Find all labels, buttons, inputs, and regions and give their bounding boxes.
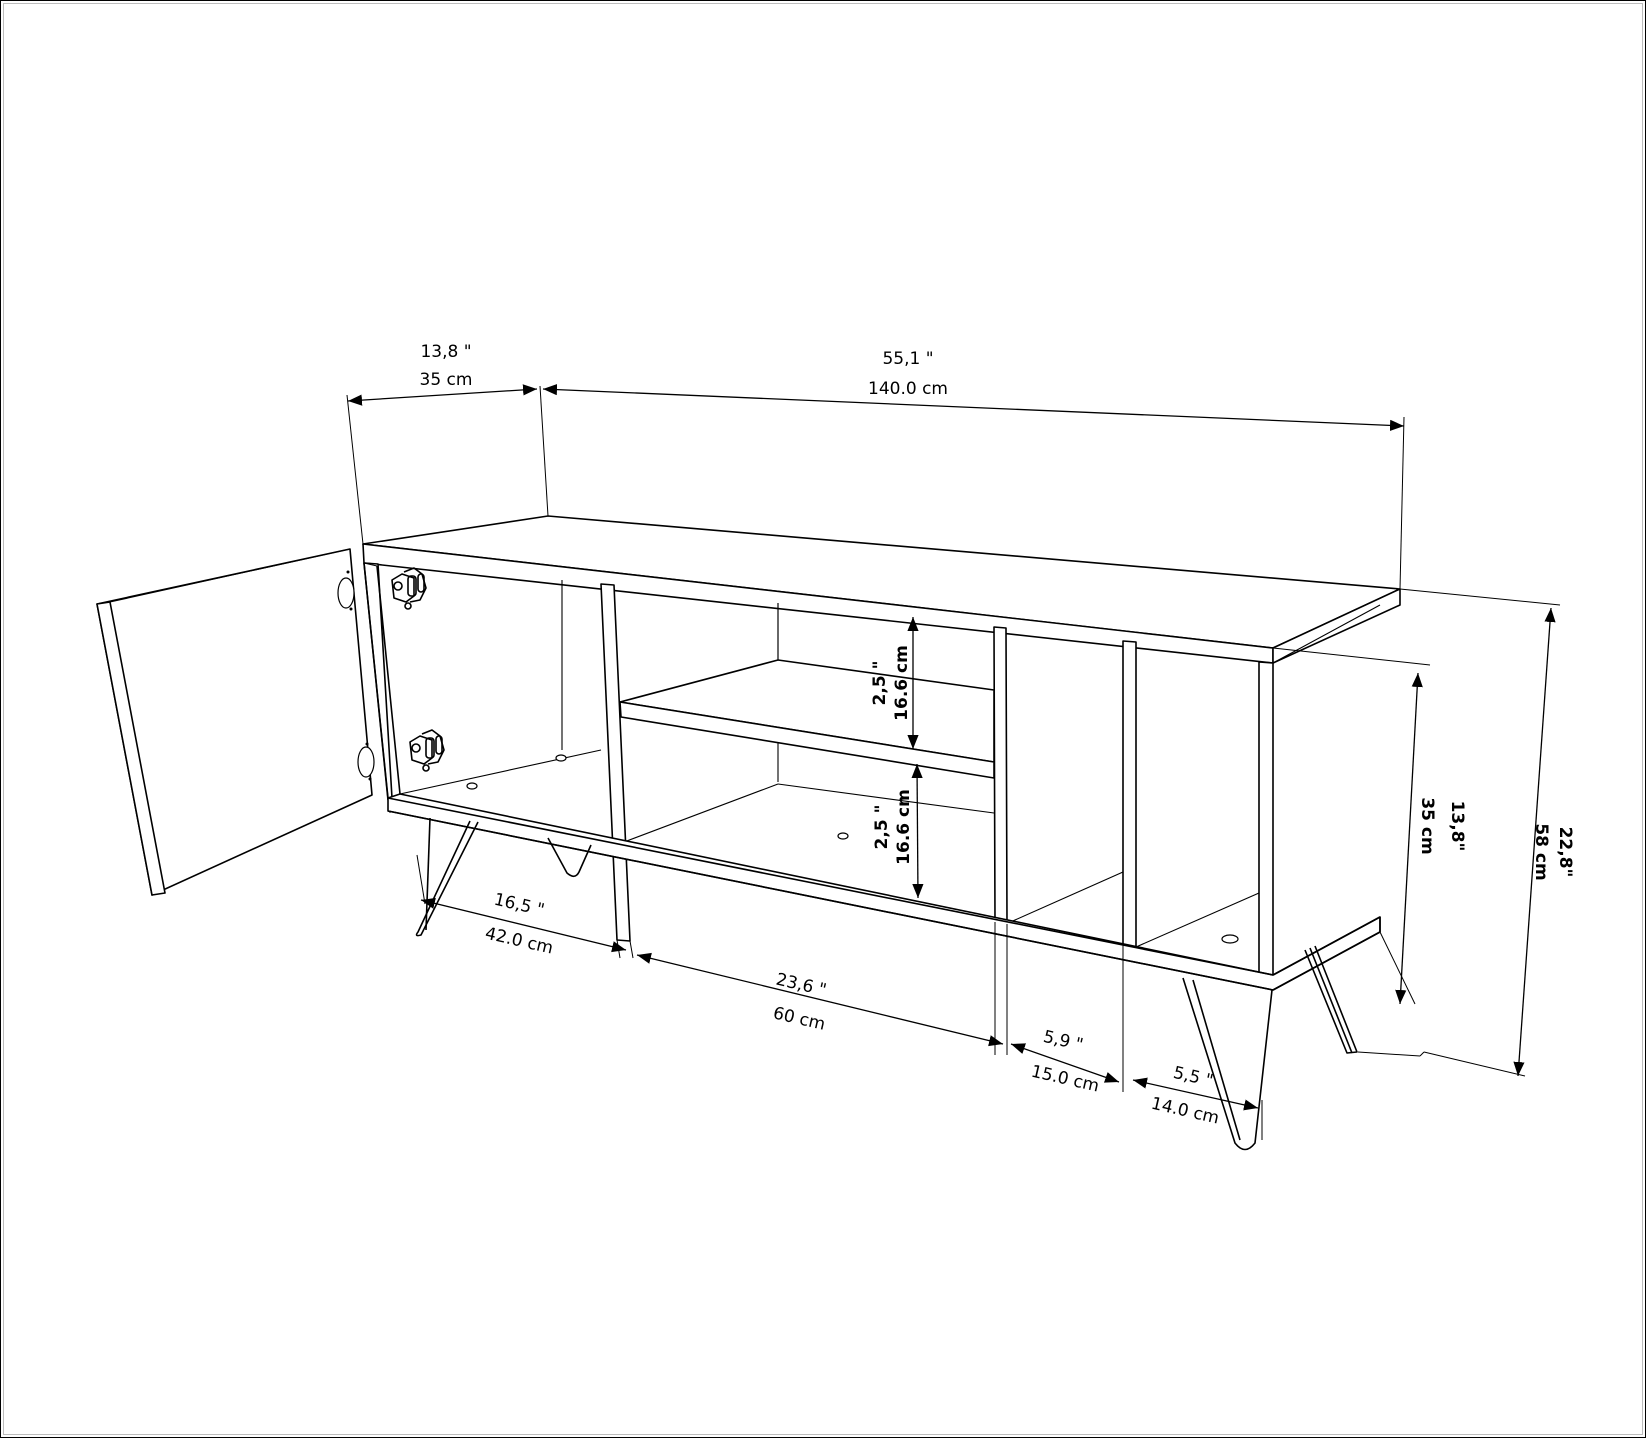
label-narrow-compartment-cm: 15.0 cm	[1029, 1062, 1101, 1097]
label-left-compartment-cm: 42.0 cm	[483, 924, 555, 959]
label-right-compartment-inch: 5,5 "	[1171, 1063, 1215, 1092]
label-left-compartment-inch: 16,5 "	[492, 890, 546, 921]
hinge-cup-hole-icon	[337, 577, 355, 609]
hinge-top	[391, 567, 427, 610]
label-shelf-upper: 2,5 " 16.6 cm	[870, 645, 912, 721]
label-width-top-cm: 140.0 cm	[868, 379, 948, 399]
hinge-cup-hole-icon	[357, 746, 375, 778]
label-narrow-compartment: 5,9 " 15.0 cm	[1029, 1027, 1101, 1097]
dimension-line-right-compartment	[1132, 1077, 1259, 1111]
label-body-height-cm: 35 cm	[1417, 797, 1437, 854]
dimension-line-total-height	[1513, 607, 1556, 1077]
label-width-top-inch: 55,1 "	[882, 349, 933, 369]
label-depth-top: 13,8 " 35 cm	[420, 342, 473, 390]
dimension-line-depth-top	[347, 384, 538, 406]
drawing-frame-inner-border	[3, 3, 1643, 1435]
label-depth-top-cm: 35 cm	[420, 370, 473, 390]
cabinet-body	[362, 515, 1401, 991]
label-total-height-inch: 22,8"	[1555, 827, 1575, 878]
label-middle-compartment: 23,6 " 60 cm	[771, 970, 828, 1035]
label-right-compartment: 5,5 " 14.0 cm	[1149, 1063, 1221, 1129]
label-depth-top-inch: 13,8 "	[420, 342, 471, 362]
dimension-line-body-height	[1395, 672, 1423, 1005]
right-side-panel	[1258, 661, 1274, 976]
dimension-line-narrow-compartment	[1010, 1043, 1120, 1083]
dimension-line-middle-compartment	[636, 952, 1004, 1047]
label-middle-compartment-cm: 60 cm	[771, 1003, 827, 1034]
hairpin-legs	[415, 817, 1358, 1151]
label-shelf-upper-cm: 16.6 cm	[892, 645, 912, 721]
divider-2	[993, 626, 1008, 925]
label-right-compartment-cm: 14.0 cm	[1149, 1094, 1221, 1129]
label-shelf-lower-inch: 2,5 "	[872, 805, 892, 850]
dimension-line-left-compartment	[420, 897, 627, 953]
label-width-top: 55,1 " 140.0 cm	[868, 349, 948, 399]
dimension-line-shelf-lower	[911, 763, 924, 899]
label-shelf-upper-inch: 2,5 "	[870, 661, 890, 706]
label-total-height: 22,8" 58 cm	[1531, 823, 1575, 880]
open-door	[96, 548, 375, 896]
hinge-bottom	[409, 729, 445, 772]
dimension-line-width-top	[542, 384, 1405, 431]
label-body-height-inch: 13,8"	[1447, 801, 1467, 852]
top-panel	[362, 515, 1401, 649]
label-shelf-lower-cm: 16.6 cm	[894, 789, 914, 865]
label-shelf-lower: 2,5 " 16.6 cm	[872, 789, 914, 865]
label-middle-compartment-inch: 23,6 "	[774, 970, 828, 1001]
divider-1	[600, 583, 631, 942]
label-total-height-cm: 58 cm	[1531, 823, 1551, 880]
divider-3	[1122, 640, 1137, 948]
label-narrow-compartment-inch: 5,9 "	[1041, 1027, 1085, 1056]
label-body-height: 13,8" 35 cm	[1417, 797, 1467, 854]
